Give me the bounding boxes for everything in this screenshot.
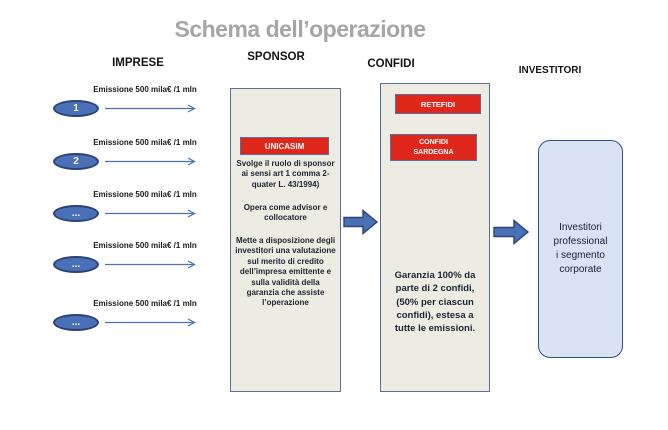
company-number: ... [71,316,81,328]
company-number: 2 [73,155,79,167]
right-arrow-icon [105,318,196,327]
sponsor-entity-badge: UNICASIM [240,137,329,155]
emission-row: Emissione 500 mila€ /1 mln 2 [50,138,210,180]
emission-label: Emissione 500 mila€ /1 mln [93,138,197,147]
emission-label: Emissione 500 mila€ /1 mln [93,299,197,308]
sponsor-panel: UNICASIM Svolge il ruolo di sponsor ai s… [230,88,341,392]
company-ellipse: 1 [53,100,99,117]
emission-label: Emissione 500 mila€ /1 mln [93,241,197,250]
confidi-entity-name: RETEFIDI [420,99,456,109]
company-number: ... [71,258,81,270]
confidi-entity-name-line2: SARDEGNA [413,148,454,156]
emission-label: Emissione 500 mila€ /1 mln [93,190,197,199]
sponsor-valuation-text: Mette a disposizione degli investitori u… [235,236,336,308]
company-ellipse: ... [53,314,99,331]
sponsor-entity-name: UNICASIM [264,141,305,151]
column-header-confidi: CONFIDI [367,58,415,70]
right-arrow-icon [105,157,196,166]
confidi-entity-badge-sardegna: CONFIDI SARDEGNA [390,134,477,161]
right-arrow-icon [105,104,196,113]
sponsor-advisor-text: Opera come advisor e collocatore [243,203,328,223]
investors-text-line4: corporate [559,264,602,275]
investors-panel: Investitori professional i segmento corp… [538,140,623,358]
emission-row: Emissione 500 mila€ /1 mln ... [50,299,210,341]
page-title: Schema dell’operazione [174,16,426,42]
company-ellipse: 2 [53,153,99,170]
emission-row: Emissione 500 mila€ /1 mln ... [50,190,210,232]
confidi-panel: RETEFIDI CONFIDI SARDEGNA Garanzia 100% … [380,83,490,392]
guarantee-text: Garanzia 100% da parte di 2 confidi, (50… [394,270,476,335]
confidi-entity-badge-retefidi: RETEFIDI [395,94,481,114]
company-number: ... [71,207,81,219]
investors-text-line2: professional [553,236,608,247]
block-arrow-confidi-to-investitori [493,219,530,245]
investors-text-line1: Investitori [559,222,602,233]
emission-label: Emissione 500 mila€ /1 mln [93,85,197,94]
company-ellipse: ... [53,205,99,222]
company-number: 1 [73,102,79,114]
emission-row: Emissione 500 mila€ /1 mln 1 [50,85,210,127]
confidi-entity-name-line1: CONFIDI [419,139,448,147]
column-header-sponsor: SPONSOR [247,51,305,63]
column-header-imprese: IMPRESE [112,57,164,69]
company-ellipse: ... [53,256,99,273]
right-arrow-icon [105,260,196,269]
column-header-investitori: INVESTITORI [518,65,582,76]
right-arrow-icon [105,209,196,218]
sponsor-role-text: Svolge il ruolo di sponsor ai sensi art … [236,159,335,189]
investors-text-line3: i segmento [556,250,605,261]
block-arrow-sponsor-to-confidi [343,209,379,235]
emission-row: Emissione 500 mila€ /1 mln ... [50,241,210,283]
